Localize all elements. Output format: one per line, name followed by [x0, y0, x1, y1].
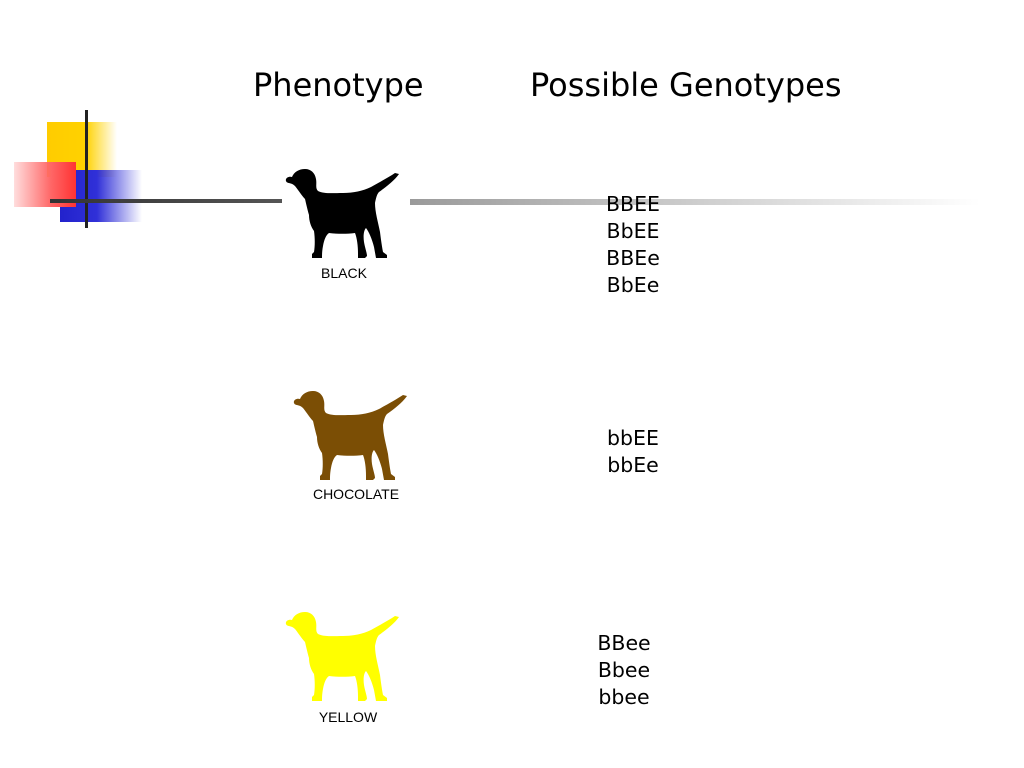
- genotype-list: bbEE bbEe: [578, 425, 688, 479]
- dog-icon: [285, 169, 399, 258]
- genotype-item: BbEE: [606, 219, 660, 243]
- phenotype-label: BLACK: [321, 265, 367, 281]
- genotype-item: bbEe: [607, 453, 659, 477]
- phenotype-label: YELLOW: [318, 709, 378, 725]
- dog-icon: [285, 612, 399, 701]
- genotype-list: BBEE BbEE BBEe BbEe: [578, 191, 688, 299]
- genotype-item: BBEe: [606, 246, 660, 270]
- genotype-list: BBee Bbee bbee: [569, 630, 679, 711]
- decor-horizontal-line-left: [50, 199, 282, 203]
- genotype-item: BBee: [597, 631, 651, 655]
- genotype-item: BbEe: [606, 273, 660, 297]
- genotype-item: Bbee: [597, 658, 651, 682]
- genotype-item: bbEE: [607, 426, 659, 450]
- phenotype-label: CHOCOLATE: [312, 486, 400, 502]
- genotype-item: bbee: [598, 685, 650, 709]
- dog-icon: [293, 391, 407, 480]
- decor-vertical-line: [85, 110, 88, 228]
- genotype-item: BBEE: [605, 192, 661, 216]
- decor-horizontal-line-right: [410, 199, 980, 205]
- genotypes-header: Possible Genotypes: [530, 66, 842, 104]
- phenotype-header: Phenotype: [253, 66, 424, 104]
